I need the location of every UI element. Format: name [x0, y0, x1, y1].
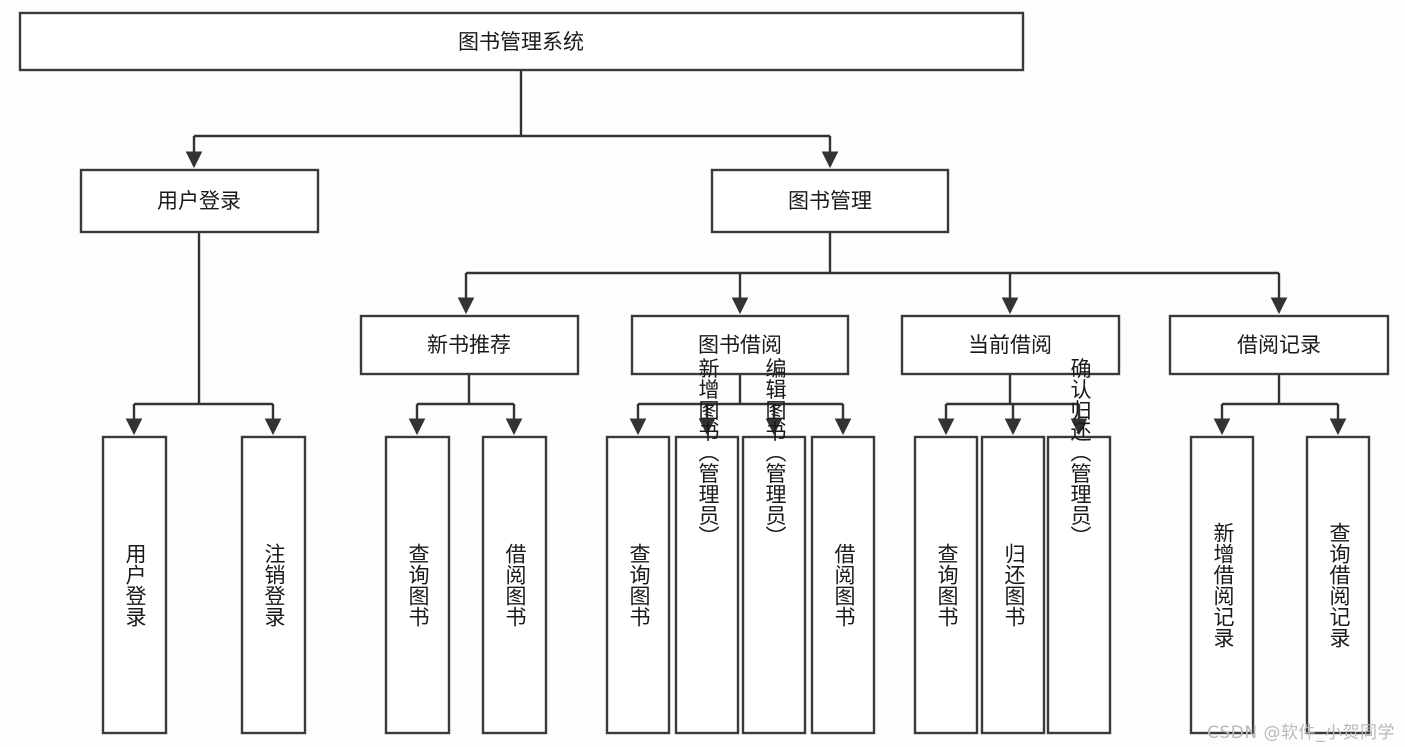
node-book-borrow[interactable]: 图书借阅	[630, 314, 850, 376]
connectors-new-book-recommend-to-leaves	[408, 374, 523, 436]
node-borrow-record[interactable]: 借阅记录	[1168, 314, 1390, 376]
node-leaf-edit-book[interactable]: 编辑图书（管理员）	[741, 358, 807, 735]
node-book-manage-box[interactable]	[710, 168, 950, 234]
node-leaf-edit-book-box[interactable]	[741, 435, 807, 735]
node-root[interactable]: 图书管理系统	[18, 11, 1025, 72]
connectors-root-to-level2	[185, 70, 839, 169]
node-leaf-query-book-3[interactable]: 查询图书	[913, 435, 979, 735]
node-new-book-recommend-label: 新书推荐	[427, 333, 511, 357]
connectors-current-borrow-to-leaves	[937, 374, 1088, 436]
node-leaf-query-book-1-label: 查询图书	[406, 543, 430, 627]
node-leaf-user-login-label: 用户登录	[123, 543, 147, 627]
node-borrow-record-box[interactable]	[1168, 314, 1390, 376]
node-leaf-add-book[interactable]: 新增图书（管理员）	[674, 358, 740, 735]
node-leaf-return-book[interactable]: 归还图书	[980, 435, 1046, 735]
node-user-login-box[interactable]	[79, 168, 320, 234]
node-leaf-query-book-2-box[interactable]	[605, 435, 671, 735]
node-leaf-add-record[interactable]: 新增借阅记录	[1189, 435, 1255, 735]
node-user-login-label: 用户登录	[157, 189, 241, 213]
node-leaf-borrow-book-2[interactable]: 借阅图书	[810, 435, 876, 735]
node-leaf-query-book-3-label: 查询图书	[935, 543, 959, 627]
node-leaf-borrow-book-1-box[interactable]	[481, 435, 548, 735]
node-leaf-query-book-2[interactable]: 查询图书	[605, 435, 671, 735]
node-leaf-confirm-return[interactable]: 确认归还（管理员）	[1046, 358, 1112, 735]
node-book-manage-label: 图书管理	[788, 189, 872, 213]
node-new-book-recommend-box[interactable]	[359, 314, 580, 376]
node-leaf-add-record-label: 新增借阅记录	[1211, 522, 1235, 648]
node-leaf-user-login-box[interactable]	[101, 435, 168, 735]
node-leaf-add-book-box[interactable]	[674, 435, 740, 735]
node-leaf-query-record-label: 查询借阅记录	[1327, 522, 1351, 648]
connectors-book-manage-to-level3	[457, 232, 1288, 315]
node-leaf-query-book-3-box[interactable]	[913, 435, 979, 735]
node-leaf-logout-login-box[interactable]	[240, 435, 307, 735]
connectors-user-login-to-leaves	[125, 232, 282, 436]
node-leaf-query-record[interactable]: 查询借阅记录	[1305, 435, 1371, 735]
connectors-borrow-record-to-leaves	[1213, 374, 1347, 436]
node-root-label: 图书管理系统	[458, 30, 584, 54]
node-leaf-return-book-label: 归还图书	[1002, 543, 1026, 627]
node-leaf-edit-book-label: 编辑图书（管理员）	[763, 358, 787, 547]
node-book-borrow-label: 图书借阅	[698, 333, 782, 357]
node-leaf-add-book-label: 新增图书（管理员）	[696, 358, 720, 547]
node-leaf-borrow-book-1[interactable]: 借阅图书	[481, 435, 548, 735]
node-leaf-query-book-1[interactable]: 查询图书	[384, 435, 451, 735]
node-new-book-recommend[interactable]: 新书推荐	[359, 314, 580, 376]
node-root-box[interactable]	[18, 11, 1025, 72]
node-leaf-logout-login-label: 注销登录	[262, 543, 286, 627]
node-leaf-logout-login[interactable]: 注销登录	[240, 435, 307, 735]
node-book-borrow-box[interactable]	[630, 314, 850, 376]
node-leaf-query-book-1-box[interactable]	[384, 435, 451, 735]
node-leaf-add-record-box[interactable]	[1189, 435, 1255, 735]
node-leaf-user-login[interactable]: 用户登录	[101, 435, 168, 735]
node-user-login[interactable]: 用户登录	[79, 168, 320, 234]
node-book-manage[interactable]: 图书管理	[710, 168, 950, 234]
node-leaf-query-record-box[interactable]	[1305, 435, 1371, 735]
node-leaf-borrow-book-2-box[interactable]	[810, 435, 876, 735]
node-leaf-confirm-return-box[interactable]	[1046, 435, 1112, 735]
node-leaf-borrow-book-2-label: 借阅图书	[832, 543, 856, 627]
node-current-borrow-box[interactable]	[900, 314, 1121, 376]
node-current-borrow-label: 当前借阅	[968, 333, 1052, 357]
node-current-borrow[interactable]: 当前借阅	[900, 314, 1121, 376]
connectors-book-borrow-to-leaves	[629, 374, 852, 436]
node-leaf-borrow-book-1-label: 借阅图书	[503, 543, 527, 627]
node-leaf-confirm-return-label: 确认归还（管理员）	[1068, 358, 1092, 547]
node-leaf-query-book-2-label: 查询图书	[627, 543, 651, 627]
node-borrow-record-label: 借阅记录	[1237, 333, 1321, 357]
node-leaf-return-book-box[interactable]	[980, 435, 1046, 735]
